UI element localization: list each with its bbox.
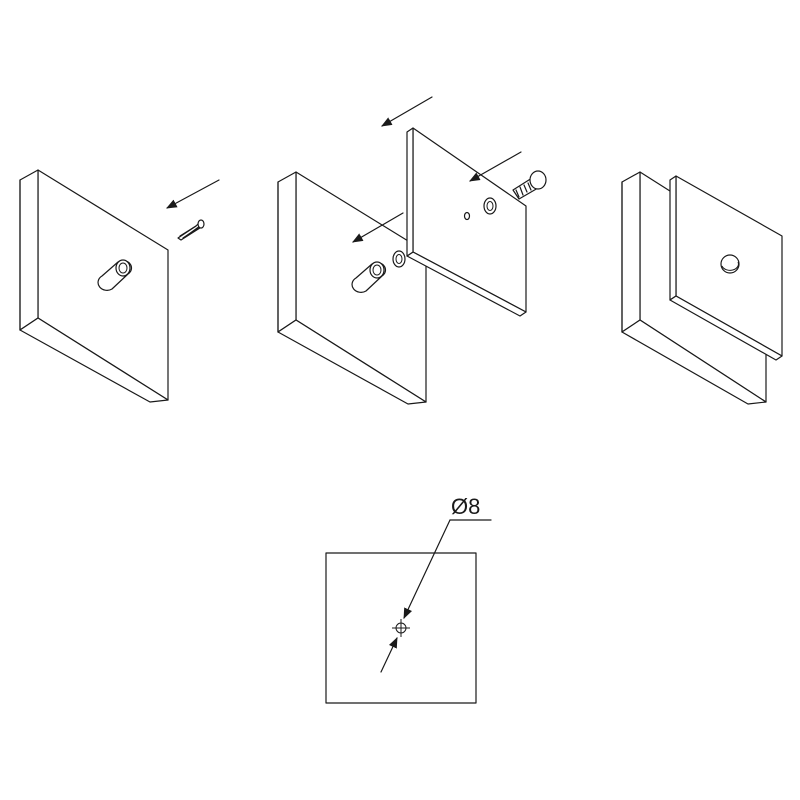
step1-spacer-sleeve xyxy=(97,259,133,291)
step1-screw xyxy=(177,219,205,241)
step2-sleeve-arrow xyxy=(352,212,404,243)
step1-insert-arrow xyxy=(166,179,220,209)
diameter-label: Ø8 xyxy=(451,494,480,519)
step2-glass-panel xyxy=(406,127,527,317)
step1-wall-plate xyxy=(19,169,169,403)
step2-spacer-sleeve xyxy=(351,261,387,293)
step2-panel-hole-small xyxy=(463,211,471,221)
drill-hole-marker xyxy=(392,619,410,637)
step2-bolt-arrow xyxy=(469,151,522,182)
step2-panel-washer xyxy=(483,197,497,215)
step2-washer xyxy=(392,250,406,268)
step2-panel-arrow xyxy=(381,96,433,127)
step3-cap-bolt xyxy=(720,254,740,274)
drilling-template: Ø8 xyxy=(325,494,492,704)
step2-wall-plate xyxy=(277,171,427,405)
diameter-dimension: Ø8 xyxy=(380,494,492,673)
step2-cap-bolt xyxy=(512,170,547,200)
